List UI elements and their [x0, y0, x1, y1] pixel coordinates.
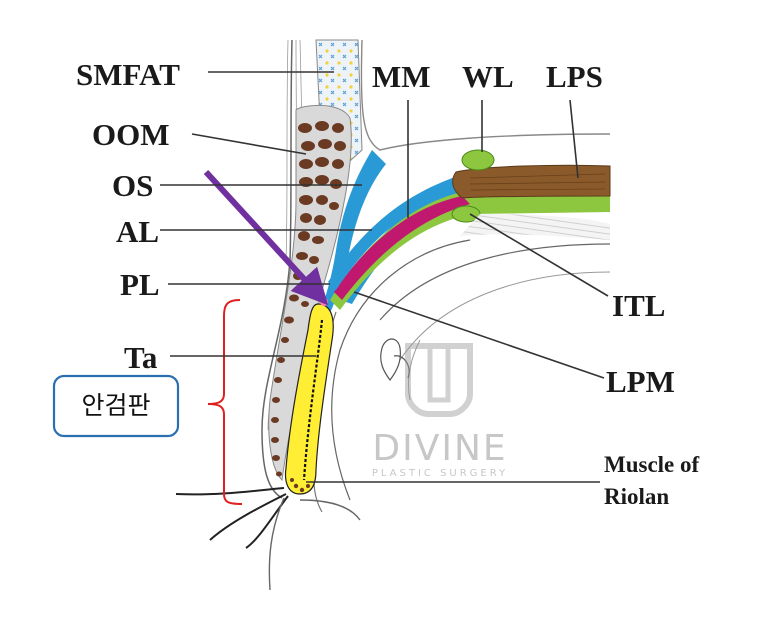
levator-blue-strip [328, 176, 464, 290]
label-wl: WL [462, 59, 514, 94]
eyelashes [175, 487, 289, 549]
orbital-rim-outline [360, 39, 611, 151]
label-smfat: SMFAT [76, 57, 180, 92]
callout-text: 안검판 [81, 391, 150, 420]
label-muscle-of: Muscle of [604, 452, 700, 477]
label-ta: Ta [124, 340, 158, 375]
whitnall-ligament [461, 149, 495, 171]
label-al: AL [116, 214, 159, 249]
tarsus [284, 303, 334, 495]
label-lpm: LPM [606, 364, 675, 399]
leader-oom [191, 133, 307, 155]
lower-eyelid [268, 497, 361, 591]
globe-outline [331, 239, 611, 501]
label-os: OS [112, 168, 153, 203]
orbicularis-fibers [271, 121, 346, 477]
tarsus-bracket [207, 299, 243, 505]
tarsus-glands [302, 319, 324, 481]
watermark-logo [405, 343, 473, 417]
eyelid-skin [261, 39, 293, 499]
label-oom: OOM [92, 117, 170, 152]
label-riolan: Riolan [604, 484, 669, 509]
leader-lpm [353, 291, 605, 379]
riolan-muscle [290, 478, 310, 493]
label-mm: MM [372, 59, 431, 94]
mullers-magenta-band [334, 196, 470, 300]
purple-pointer-arrow [203, 169, 329, 306]
lps-fibers [469, 173, 606, 191]
callout-box [52, 374, 180, 438]
label-pl: PL [120, 267, 160, 302]
globe-inner-outline [399, 271, 611, 401]
label-lps: LPS [546, 59, 603, 94]
leader-itl [469, 213, 609, 297]
glandular-structure [380, 338, 410, 382]
leader-lps [569, 99, 579, 179]
watermark-tagline: PLASTIC SURGERY [372, 468, 508, 479]
pink-marker [320, 298, 328, 306]
globe-region [460, 214, 610, 240]
label-itl: ITL [612, 288, 665, 323]
watermark-brand: DIVINE [372, 428, 507, 469]
